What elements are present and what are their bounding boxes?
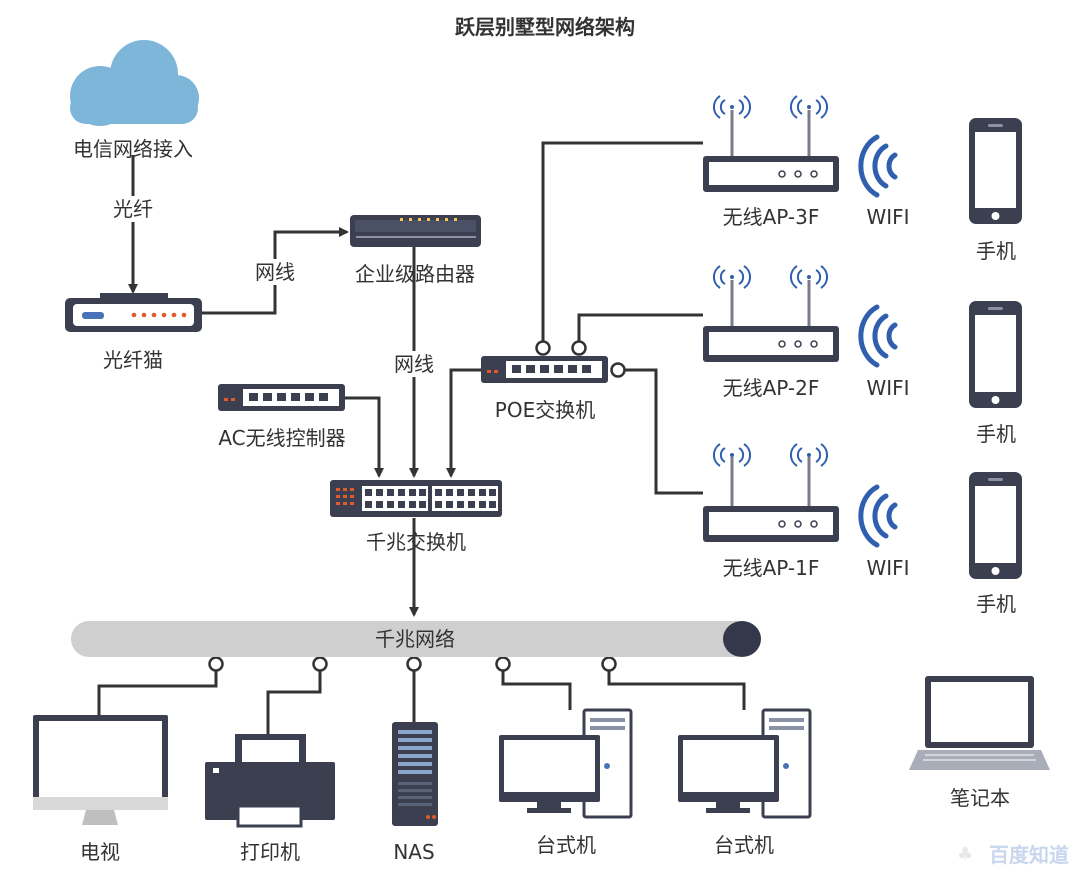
telecom-label: 电信网络接入 xyxy=(73,137,193,161)
connection-lines xyxy=(97,141,746,734)
poe-port-ring-1 xyxy=(535,340,551,356)
gigabit-bus xyxy=(71,621,761,657)
ap-1f-label: 无线AP-1F xyxy=(723,556,820,580)
poe-switch-icon xyxy=(481,356,608,383)
bus-printer-line xyxy=(266,671,322,734)
tv-icon xyxy=(33,715,168,825)
lan-cable-label-1: 网线 xyxy=(255,260,295,284)
cloud-icon xyxy=(70,40,199,126)
poe-ap1-line xyxy=(625,368,703,495)
ap-2f-label: 无线AP-2F xyxy=(723,376,820,400)
router-label: 企业级路由器 xyxy=(355,262,475,286)
lan-label-2-bg xyxy=(387,351,441,377)
ac-switch-line xyxy=(345,396,384,478)
nas-label: NAS xyxy=(393,840,434,864)
gigabit-switch-label: 千兆交换机 xyxy=(366,530,466,554)
gigabit-network-label: 千兆网络 xyxy=(375,627,455,651)
gigabit-switch-icon xyxy=(330,480,502,517)
watermark-text: 百度知道 xyxy=(989,843,1069,867)
router-icon xyxy=(350,215,481,247)
desktop-2-label: 台式机 xyxy=(714,833,774,857)
ap-3f-icon xyxy=(703,95,839,192)
ac-controller-icon xyxy=(218,384,345,411)
wifi-2f-label: WIFI xyxy=(866,376,909,400)
wifi-signal-3f-icon xyxy=(858,134,898,198)
bus-port-ring-nas xyxy=(406,656,422,672)
poe-port-ring-2 xyxy=(571,340,587,356)
fiber-label: 光纤 xyxy=(113,197,153,221)
phone-3f-label: 手机 xyxy=(976,239,1016,263)
ac-controller-label: AC无线控制器 xyxy=(218,426,345,450)
desktop-2-icon xyxy=(678,708,812,819)
poe-ap3-line xyxy=(541,141,703,341)
bus-tv-line xyxy=(97,671,218,715)
poe-port-ring-3 xyxy=(610,362,626,378)
connection-rings xyxy=(208,340,626,672)
bus-port-ring-tv xyxy=(208,656,224,672)
printer-icon xyxy=(205,734,335,828)
modem-icon xyxy=(65,293,202,332)
baidu-watermark: ♣ 百度知道 xyxy=(957,843,1069,867)
watermark-paw-icon: ♣ xyxy=(957,844,973,865)
lan-label-1-bg xyxy=(248,259,302,285)
poe-switch-label: POE交换机 xyxy=(495,398,595,422)
fiber-label-bg xyxy=(106,196,160,222)
laptop-label: 笔记本 xyxy=(950,786,1010,810)
bus-desktop1-line xyxy=(501,671,572,710)
poe-ap2-line xyxy=(577,313,703,341)
ap-3f-label: 无线AP-3F xyxy=(723,205,820,229)
wifi-signal-2f-icon xyxy=(858,304,898,368)
phone-2f-icon xyxy=(969,301,1022,408)
laptop-icon xyxy=(909,676,1050,770)
ap-1f-icon xyxy=(703,443,839,542)
bus-port-ring-desktop1 xyxy=(495,656,511,672)
bus-port-ring-printer xyxy=(312,656,328,672)
phone-1f-label: 手机 xyxy=(976,592,1016,616)
desktop-1-label: 台式机 xyxy=(536,833,596,857)
phone-1f-icon xyxy=(969,472,1022,579)
wifi-signal-1f-icon xyxy=(858,484,898,548)
wifi-1f-label: WIFI xyxy=(866,556,909,580)
desktop-1-icon xyxy=(499,708,633,819)
poe-switch-line xyxy=(446,368,481,478)
printer-label: 打印机 xyxy=(240,840,300,864)
wifi-3f-label: WIFI xyxy=(866,205,909,229)
nas-icon xyxy=(392,722,438,826)
lan-cable-label-2: 网线 xyxy=(394,352,434,376)
phone-3f-icon xyxy=(969,118,1022,224)
bus-port-ring-desktop2 xyxy=(601,656,617,672)
ap-2f-icon xyxy=(703,265,839,362)
bus-desktop2-line xyxy=(607,671,746,710)
phone-2f-label: 手机 xyxy=(976,422,1016,446)
tv-label: 电视 xyxy=(80,840,120,864)
modem-label: 光纤猫 xyxy=(103,348,163,372)
diagram-title: 跃层别墅型网络架构 xyxy=(455,15,635,39)
